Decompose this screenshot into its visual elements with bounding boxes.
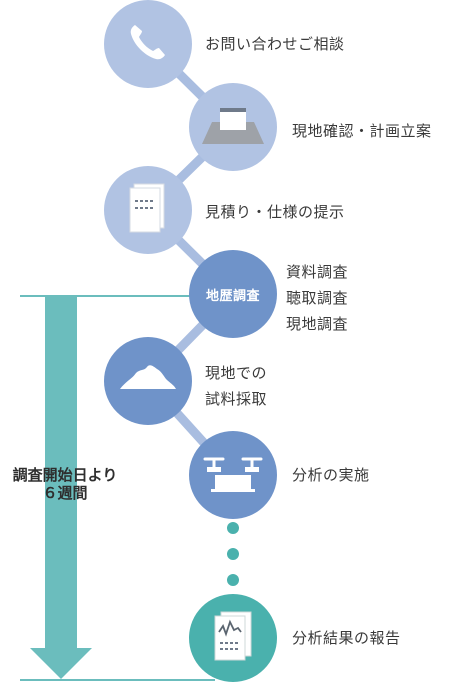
- step-7-label: 分析結果の報告: [292, 629, 401, 647]
- phone-icon: [125, 19, 171, 69]
- step-4-circle: 地歴調査: [189, 250, 277, 338]
- dot: [227, 522, 239, 534]
- report-chart-icon: [211, 610, 255, 666]
- step-7-circle: [189, 594, 277, 682]
- lab-equipment-icon: [199, 449, 267, 501]
- step-3-label: 見積り・仕様の提示: [205, 203, 345, 221]
- step-2-label: 現地確認・計画立案: [292, 122, 432, 140]
- timeline-label-line2: ６週間: [42, 484, 88, 502]
- step-5-label: 現地での 試料採取: [205, 364, 268, 408]
- building-site-icon: [198, 100, 268, 154]
- step-4-label: 資料調査 聴取調査 現地調査: [286, 263, 349, 333]
- dot: [227, 548, 239, 560]
- step-1-label: お問い合わせご相談: [205, 35, 345, 53]
- step-2-circle: [189, 83, 277, 171]
- step-6-circle: [189, 431, 277, 519]
- timeline-arrow: [30, 297, 92, 679]
- step-1-circle: [104, 0, 192, 88]
- soil-pile-icon: [116, 359, 180, 403]
- step-4-circle-text: 地歴調査: [205, 288, 260, 304]
- step-5-circle: [104, 337, 192, 425]
- dot: [227, 574, 239, 586]
- step-3-circle: [104, 166, 192, 254]
- timeline-label: 調査開始日より ６週間: [0, 466, 130, 502]
- timeline-label-line1: 調査開始日より: [12, 466, 118, 484]
- step-6-label: 分析の実施: [292, 466, 370, 484]
- document-icon: [128, 182, 168, 238]
